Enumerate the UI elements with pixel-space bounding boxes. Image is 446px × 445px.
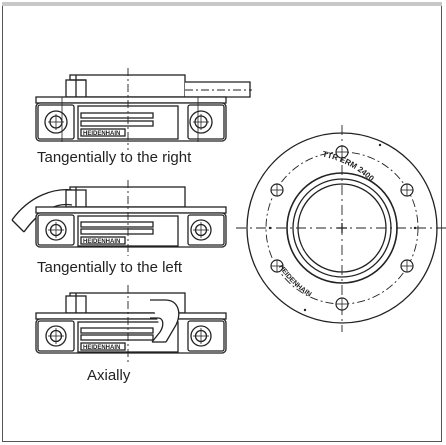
caption-tangential-right: Tangentially to the right — [37, 149, 192, 166]
ring-tick-marks — [268, 143, 417, 312]
caption-tangential-left: Tangentially to the left — [37, 259, 183, 276]
ring-model-label: TTR ERM 2400 — [322, 150, 376, 184]
ring-model-text: TTR ERM 2400 — [322, 150, 376, 184]
ring-brand-label: HEIDENHAIN — [277, 264, 312, 299]
ring-brand-text: HEIDENHAIN — [277, 264, 312, 299]
head-axial-brand: HEIDENHAIN — [83, 345, 120, 351]
head-right-brand: HEIDENHAIN — [83, 131, 120, 137]
head-axial — [35, 285, 227, 362]
caption-axial: Axially — [87, 367, 131, 384]
ring-hole-crosses — [271, 146, 413, 310]
frame-top-bar — [2, 2, 442, 6]
head-tangential-left — [11, 180, 227, 256]
head-tangential-right — [35, 68, 252, 150]
head-left-brand: HEIDENHAIN — [83, 239, 120, 245]
